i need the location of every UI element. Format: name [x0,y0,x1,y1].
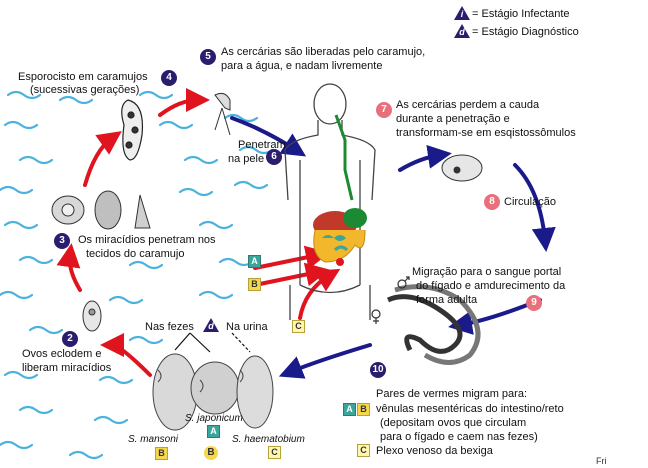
step-7-badge: 7 [376,102,392,118]
step-10-badge: 10 [370,362,386,378]
urine-label: Na urina [226,321,268,333]
marker-b-intestine: B [248,278,261,291]
egg-connectors [174,332,251,353]
step-5-badge: 5 [200,49,216,65]
step-8-badge: 8 [484,194,500,210]
step-8-text: Circulação [504,196,556,208]
egg-label-haematobium: S. haematobium [232,434,305,445]
legend-infective-label: = Estágio Infectante [472,8,570,20]
step-7-text-line3: transformam-se em esqistossômulos [396,127,576,139]
eggs [152,353,274,431]
step-9-text-line1: Migração para o sangue portal [412,266,562,278]
red-arrows [56,88,341,377]
step-2-text-line2: liberam miracídios [22,362,112,374]
water-waves [0,90,274,460]
diagnostic-stage-icon: d [454,24,470,38]
step-9-badge: 9 [526,295,542,311]
marker-c-worms: C [357,444,370,457]
cercaria [214,92,231,136]
marker-a-japonicum: A [207,425,220,438]
step-3-text-line2: tecidos do caramujo [86,248,185,260]
miracidium [82,300,102,332]
egg-label-japonicum: S. japonicum [185,413,243,424]
sex-symbols [371,276,410,324]
step-9-text-line3: forma adulta [416,294,478,306]
step-7-text-line2: durante a penetração e [396,113,510,125]
organs [313,114,367,266]
marker-a-worms: A [343,403,356,416]
step-7-text-line1: As cercárias perdem a cauda [396,99,540,111]
footer-partial-text: Fri [596,456,607,466]
worms-ab-line2: (depositam ovos que circulam [380,417,527,429]
step-2-badge: 2 [62,331,78,347]
feces-label: Nas fezes [145,321,194,333]
step-5-text-line2: para a água, e nadam livremente [221,60,383,72]
human-body [284,83,376,320]
step-3-badge: 3 [54,233,70,249]
step-5-text-line1: As cercárias são liberadas pelo caramujo… [221,46,426,58]
step-10-text: Pares de vermes migram para: [376,388,527,400]
snails [51,190,151,230]
infective-stage-icon: i [454,6,470,20]
worms-c-text: Plexo venoso da bexiga [376,445,493,457]
adult-worms [386,284,481,365]
marker-a-intestine: A [248,255,261,268]
step-4-text-line2: (sucessivas gerações) [30,84,140,96]
step-6-text-line1: Penetram [238,139,286,151]
step-4-badge: 4 [161,70,177,86]
sporocyst [121,99,144,161]
marker-b-japonicum: B [204,446,218,460]
egg-label-mansoni: S. mansoni [128,434,179,445]
diagnostic-stage-icon-eggs: d [203,318,219,332]
marker-c-haematobium: C [268,446,281,459]
marker-b-worms: B [357,403,370,416]
step-6-badge: 6 [266,149,282,165]
worms-ab-line3: para o fígado e caem nas fezes) [380,431,538,443]
step-4-text-line1: Esporocisto em caramujos [18,71,148,83]
step-9-text-line2: do fígado e amdurecimento da [416,280,566,292]
step-2-text-line1: Ovos eclodem e [22,348,102,360]
marker-b-mansoni: B [155,447,168,460]
step-3-text-line1: Os miracídios penetram nos [78,234,216,246]
legend-diagnostic-label: = Estágio Diagnóstico [472,26,579,38]
worms-ab-line1: vênulas mesentéricas do intestino/reto [376,403,564,415]
schistosomulum [441,154,483,182]
marker-c-bladder: C [292,320,305,333]
step-6-text-line2: na pele [228,153,265,165]
